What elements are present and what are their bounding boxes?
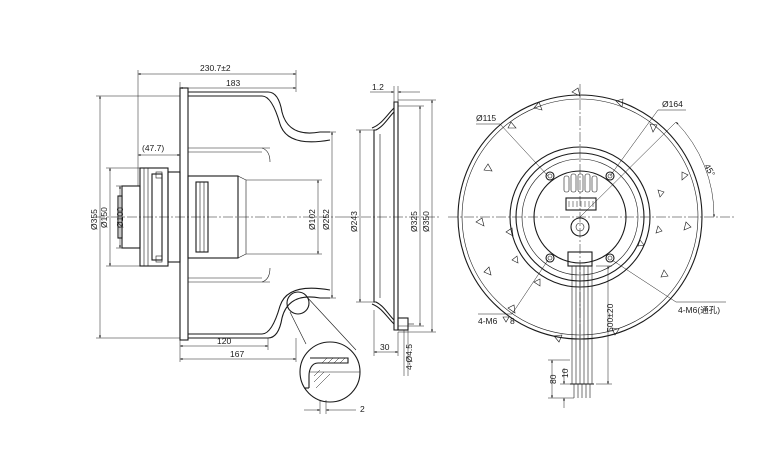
dim-dia-115: Ø115 [476,113,496,123]
dim-ring-thickness: 1.2 [372,82,384,92]
dim-cable-length: 500±20 [605,303,615,332]
dim-holes: 4-Ø4.5 [404,344,414,370]
dim-dia-252: Ø252 [321,209,331,230]
dim-detail-thickness: 2 [360,404,365,414]
dim-impeller-length: 183 [226,78,240,88]
dim-angle: 45° [702,162,717,178]
dim-overall-length: 230.7±2 [200,63,231,73]
dim-dia-355: Ø355 [89,209,99,230]
inlet-ring [393,101,399,331]
dim-flange-30: 30 [380,342,390,352]
motor-coils [563,173,598,193]
dim-dia-350: Ø350 [421,211,431,232]
dim-base-167: 167 [230,349,244,359]
blade-tabs [475,87,692,343]
label-plate [565,197,597,211]
shroud-top [188,91,330,134]
dim-dia-102: Ø102 [307,209,317,230]
dim-thread-left: 4-M6 [478,316,498,326]
dim-lead-10: 10 [560,368,570,378]
mounting-holes [545,171,615,263]
hub [570,217,590,237]
detail-enlargement: 2 [299,341,365,414]
dim-base-120: 120 [217,336,231,346]
detail-callout-circle [286,291,310,315]
dim-dia-164: Ø164 [662,99,683,109]
section-view: 1.2 Ø243 Ø325 Ø350 30 4-Ø4.5 [345,82,440,376]
dim-dia-325: Ø325 [409,211,419,232]
dim-hub-length: (47.7) [142,143,164,153]
depth-symbol [502,316,510,323]
motor-body [187,175,239,259]
back-plate [179,87,189,341]
dim-dia-243: Ø243 [349,211,359,232]
cables [571,266,593,398]
dim-dia-150: Ø150 [99,207,109,228]
dim-dia-100: Ø100 [115,207,125,228]
dim-thread-depth: 8 [510,316,515,326]
dim-thread-right: 4-M6(通孔) [678,305,720,315]
side-view: 2 230.7±2 183 (47.7) Ø355 Ø150 Ø100 [89,63,365,414]
dim-lead-80: 80 [548,374,558,384]
front-view: Ø115 Ø164 45° 4-M6 8 4-M6(通孔) 500±20 80 [448,84,735,408]
